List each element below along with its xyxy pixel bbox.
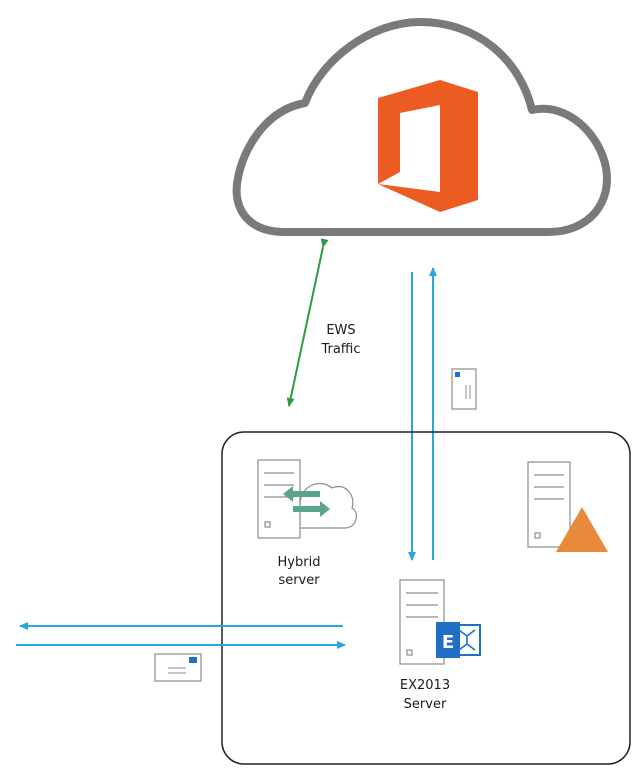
office-logo-icon [378, 80, 478, 212]
ews-traffic-arrow [286, 238, 329, 407]
hybrid-server-label-line2: server [278, 573, 320, 588]
ex2013-server-label-line1: EX2013 [400, 678, 450, 693]
envelope-icon [451, 368, 477, 410]
cloud-icon [232, 18, 611, 236]
ex2013-server-label-line2: Server [404, 697, 447, 712]
hybrid-sync-arrows-icon [283, 486, 330, 517]
svg-text:E: E [442, 632, 454, 653]
hybrid-server-icon [257, 459, 358, 539]
on-premises-box [221, 431, 631, 765]
ews-traffic-label-line2: Traffic [320, 342, 360, 357]
ews-traffic-label-line1: EWS [326, 323, 355, 338]
exchange-logo-icon: E [436, 622, 481, 658]
warning-server-icon [527, 461, 608, 552]
exchange-server-icon: E [399, 579, 481, 665]
warning-triangle-icon [556, 507, 608, 552]
hybrid-server-label-line1: Hybrid [278, 555, 321, 570]
envelope-icon [154, 653, 202, 682]
